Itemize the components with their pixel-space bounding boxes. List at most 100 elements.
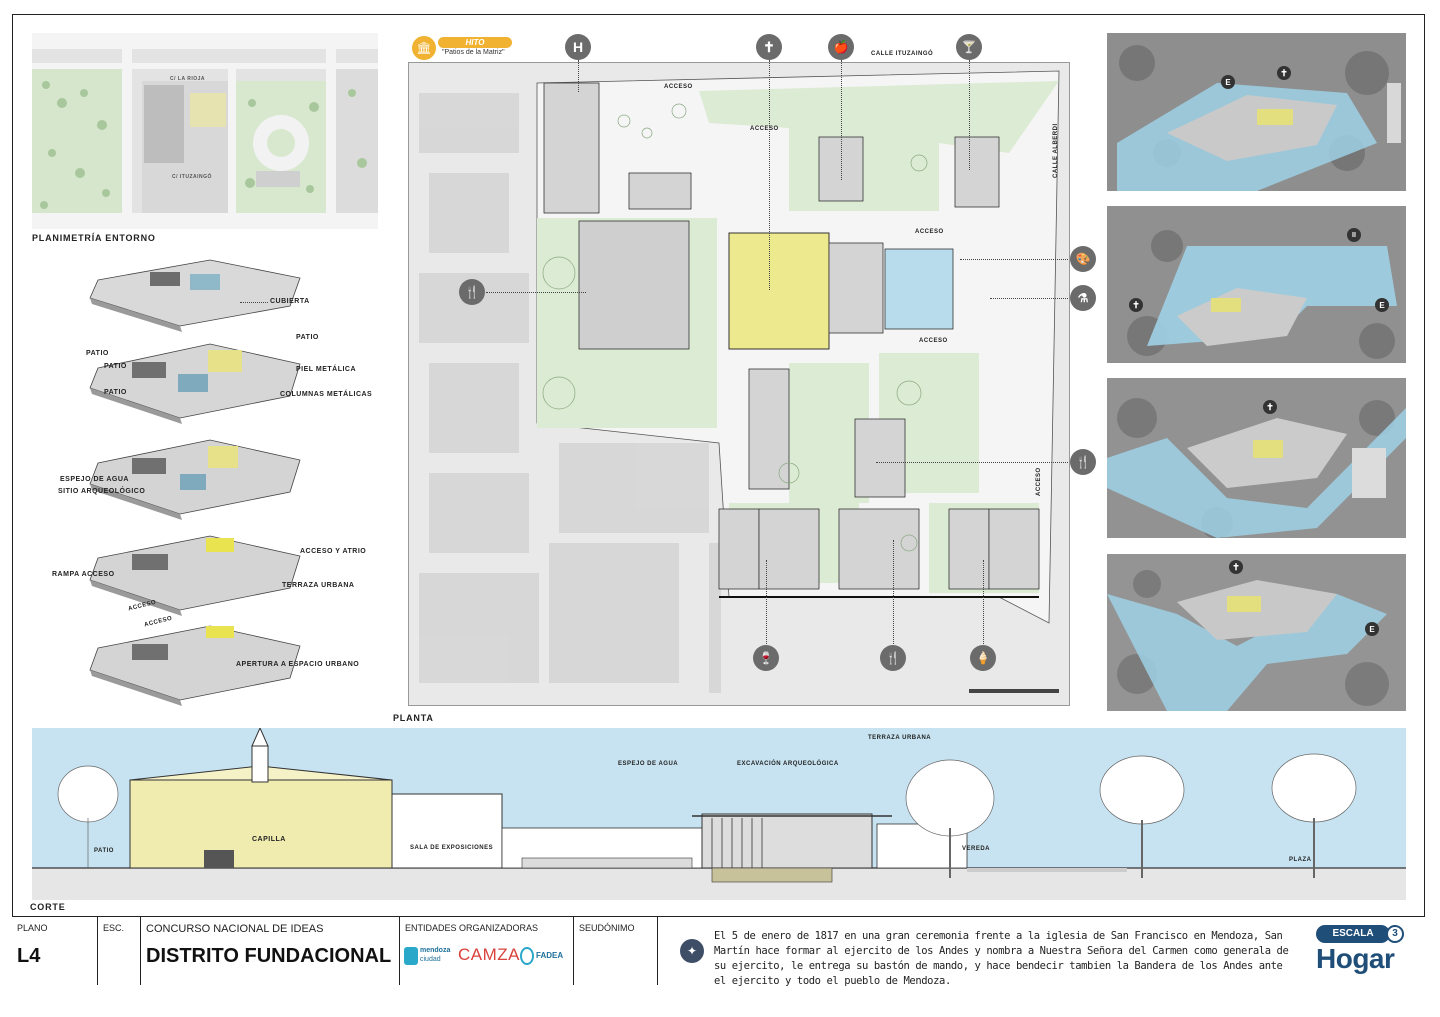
brand-bottom-text: Hogar [1316,943,1395,974]
plan-street-top: CALLE ITUZAINGÓ [871,51,934,57]
section-capilla-label: CAPILLA [252,836,286,843]
aerial-3-cross-icon: ✝ [1263,400,1277,414]
axo-layer-water [89,439,301,520]
hito-icon: 🏛 [412,36,436,60]
section-svg [32,728,1406,900]
story-text: El 5 de enero de 1817 en una gran ceremo… [714,930,1289,987]
floor-plan-drawing [409,63,1069,705]
section-vereda-label: VEREDA [962,846,991,852]
logo-fadea-text: FADEA [536,951,564,960]
section-espejo-label: ESPEJO DE AGUA [618,761,679,767]
tb-entidades-cell: ENTIDADES ORGANIZADORAS mendoza ciudad C… [400,917,574,985]
plan-acceso-1: ACCESO [664,84,693,90]
tb-concurso-val: DISTRITO FUNDACIONAL [146,945,392,967]
section-sala-label: SALA DE EXPOSICIONES [410,845,494,851]
tb-plano-cell: PLANO L4 [12,917,98,985]
section-title: CORTE [30,902,66,912]
axonometric-stack [80,258,360,718]
brand-top-pill: ESCALA [1316,925,1390,943]
tb-plano-val: L4 [17,945,41,967]
section-terraza-label: TERRAZA URBANA [868,735,932,741]
axo-label-columnas: COLUMNAS METÁLICAS [280,391,373,398]
story-icon: ✦ [680,939,704,963]
axonometric-drawing [89,259,301,706]
axo-label-rampa: RAMPA ACCESO [52,571,115,578]
brand-logo: ESCALA 3 Hogar [1314,925,1410,981]
section-excavacion-label: EXCAVACIÓN ARQUEOLÓGICA [737,761,839,767]
plan-acceso-5: ACCESO [1036,467,1042,496]
logo-fadea: FADEA [520,945,574,971]
brand-top-text: ESCALA [1332,928,1374,939]
tb-seudonimo-head: SEUDÓNIMO [579,923,635,933]
tb-esc-head: ESC. [103,923,125,933]
axo-label-sitio: SITIO ARQUEOLÓGICO [58,488,146,495]
axo-layer-patio [89,343,301,424]
axo-label-patio-right: PATIO [296,334,319,341]
axo-label-cubierta: CUBIERTA [270,298,310,305]
axo-label-piel: PIEL METÁLICA [296,366,357,373]
icecream-icon: 🍦 [970,645,996,671]
axo-label-espejo: ESPEJO DE AGUA [60,476,129,483]
section-patio-label: PATIO [94,848,114,854]
axo-label-patio-left-3: PATIO [104,389,127,396]
church-icon: ✝ [756,34,782,60]
mendoza-logo-mark-icon [404,947,418,965]
tb-esc-cell: ESC. [98,917,141,985]
wine-icon: 🍷 [753,645,779,671]
axo-label-terraza: TERRAZA URBANA [282,582,355,589]
cocktail-icon: 🍸 [956,34,982,60]
hito-badge: 🏛 HITO "Patios de la Matriz" [412,36,530,60]
site-plan-map: C/ LA RIOJA C/ ITUZAINGÓ [32,33,378,229]
hito-title-pill: HITO [438,37,512,48]
axo-label-acceso-atrio: ACCESO Y ATRIO [300,548,367,555]
axo-label-patio-left-1: PATIO [86,350,109,357]
hito-subtitle: "Patios de la Matriz" [442,49,505,56]
tb-plano-head: PLANO [17,923,48,933]
aerial-1-cross-icon: ✝ [1277,66,1291,80]
logo-mendoza: mendoza ciudad [404,945,450,971]
plan-title: PLANTA [393,713,434,723]
aerial-4-e-marker: E [1365,622,1379,636]
floor-plan [408,62,1070,706]
aerial-4-cross-icon: ✝ [1229,560,1243,574]
aerial-2-pause-icon: II [1347,228,1361,242]
section-plaza-label: PLAZA [1289,857,1312,863]
restaurant-icon-left: 🍴 [459,279,485,305]
hito-title: HITO [465,38,485,47]
site-plan-title: PLANIMETRÍA ENTORNO [32,233,156,243]
fadea-logo-mark-icon [520,947,534,965]
tb-entidades-head: ENTIDADES ORGANIZADORAS [405,923,539,933]
craft-icon: ⚗ [1070,285,1096,311]
apple-icon: 🍎 [828,34,854,60]
title-block: PLANO L4 ESC. CONCURSO NACIONAL DE IDEAS… [12,916,1425,987]
logo-mendoza-text-2: ciudad [420,956,441,963]
logo-camza: CAMZA [458,945,520,964]
aerial-2-e-marker: E [1375,298,1389,312]
restaurant-icon-bottom: 🍴 [880,645,906,671]
site-plan-drawing [32,33,378,229]
brand-num-badge: 3 [1386,925,1404,943]
section-drawing [32,728,1406,900]
hospital-icon: H [565,34,591,60]
plan-acceso-3: ACCESO [915,229,944,235]
axo-layer-roof [89,259,301,332]
aerial-1-e-marker: E [1221,75,1235,89]
site-street-mid-label: C/ ITUZAINGÓ [172,174,212,180]
site-street-top-label: C/ LA RIOJA [170,76,206,82]
aerial-view-1: E ✝ [1107,33,1406,191]
tb-seudonimo-cell: SEUDÓNIMO [574,917,658,985]
plan-street-right: CALLE ALBERDI [1053,123,1059,178]
aerial-2-cross-icon: ✝ [1129,298,1143,312]
aerial-view-3: ✝ [1107,378,1406,538]
axo-layer-access [89,535,301,616]
palette-icon: 🎨 [1070,246,1096,272]
plan-acceso-2: ACCESO [750,126,779,132]
axo-label-apertura: APERTURA A ESPACIO URBANO [236,661,360,668]
aerial-view-2: ✝ II E [1107,206,1406,363]
plan-acceso-4: ACCESO [919,338,948,344]
axo-layer-opening [89,625,301,706]
aerial-view-4: ✝ E [1107,554,1406,711]
logo-mendoza-text-1: mendoza [420,947,451,954]
restaurant-icon-right: 🍴 [1070,449,1096,475]
tb-concurso-cell: CONCURSO NACIONAL DE IDEAS DISTRITO FUND… [141,917,400,985]
